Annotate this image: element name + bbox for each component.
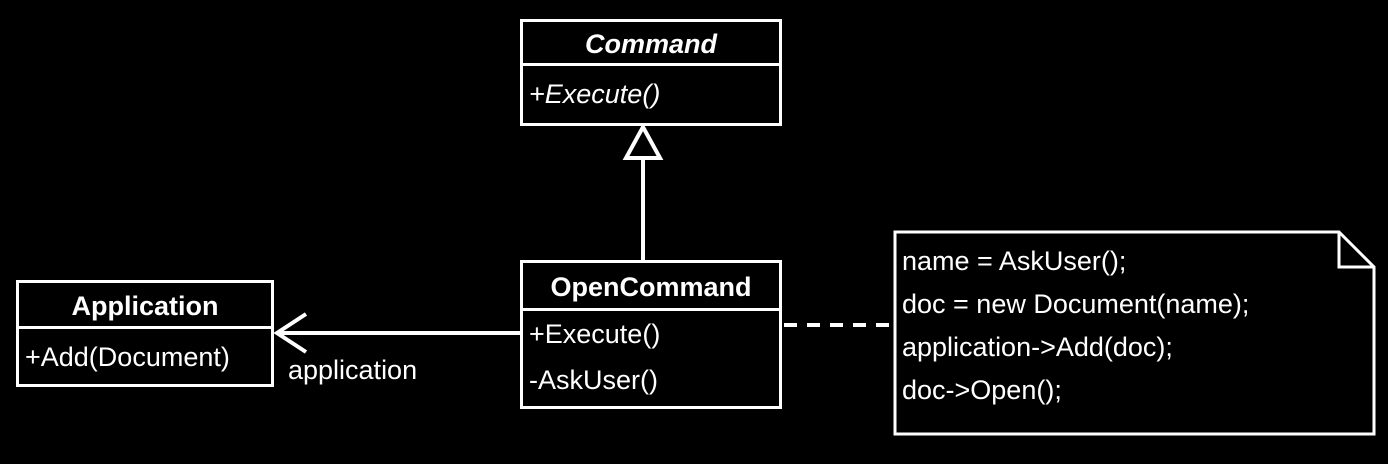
opencommand-class-box[interactable]: OpenCommand +Execute() -AskUser() bbox=[520, 260, 782, 409]
note-fold bbox=[1337, 232, 1374, 269]
opencommand-class-name: OpenCommand bbox=[523, 263, 779, 311]
note-line: name = AskUser(); bbox=[902, 246, 1127, 276]
association-label: application bbox=[288, 355, 418, 385]
opencommand-operation-askuser: -AskUser() bbox=[529, 365, 658, 395]
note-line: doc = new Document(name); bbox=[902, 289, 1250, 319]
note-line: doc->Open(); bbox=[902, 375, 1062, 405]
application-class-name: Application bbox=[19, 283, 271, 329]
command-class-box[interactable]: Command +Execute() bbox=[520, 19, 782, 126]
application-operation-add: +Add(Document) bbox=[25, 342, 230, 372]
note-shape bbox=[893, 230, 1376, 436]
command-class-name: Command bbox=[523, 22, 779, 66]
command-operation-execute: +Execute() bbox=[529, 79, 661, 109]
opencommand-operation-execute: +Execute() bbox=[529, 319, 661, 349]
generalization-arrowhead bbox=[622, 122, 664, 160]
association-arrowhead bbox=[273, 312, 308, 354]
note-line: application->Add(doc); bbox=[902, 332, 1173, 362]
note-text: name = AskUser(); doc = new Document(nam… bbox=[902, 240, 1249, 412]
application-class-box[interactable]: Application +Add(Document) bbox=[16, 280, 274, 387]
